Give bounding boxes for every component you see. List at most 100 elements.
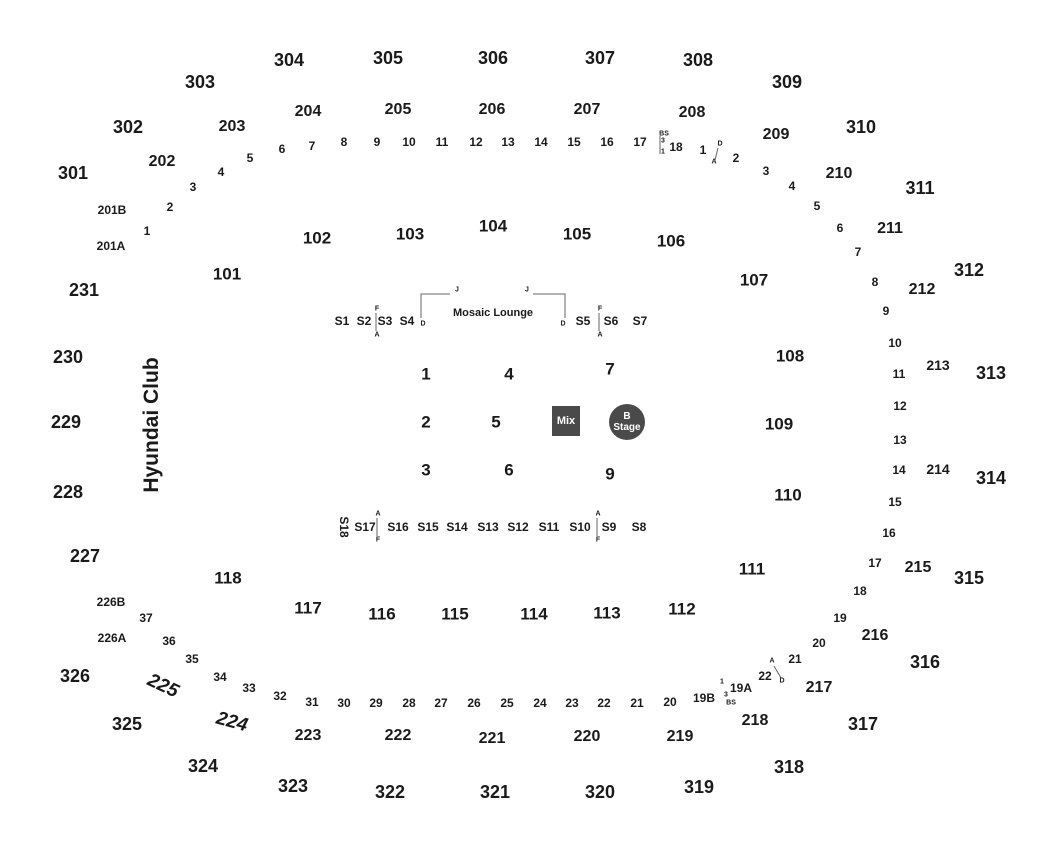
section-314[interactable]: 314 (975, 468, 1007, 488)
section-324[interactable]: 324 (187, 756, 219, 776)
section-203[interactable]: 203 (218, 118, 246, 135)
section-218[interactable]: 218 (741, 712, 769, 729)
section-230[interactable]: 230 (52, 347, 84, 367)
section-103[interactable]: 103 (395, 224, 425, 244)
section-312[interactable]: 312 (953, 260, 985, 280)
suite-S12[interactable]: S12 (507, 520, 529, 534)
suite-S10[interactable]: S10 (569, 520, 591, 534)
section-114[interactable]: 114 (520, 604, 548, 624)
section-309[interactable]: 309 (771, 72, 803, 92)
suite-S18[interactable]: S18 (337, 516, 351, 538)
pit-section-2[interactable]: 2 (421, 412, 431, 432)
suite-S1[interactable]: S1 (334, 314, 350, 328)
pit-section-1[interactable]: 1 (421, 364, 431, 384)
section-204[interactable]: 204 (294, 103, 322, 120)
section-206[interactable]: 206 (478, 101, 506, 118)
section-113[interactable]: 113 (593, 603, 621, 623)
section-306[interactable]: 306 (477, 48, 509, 68)
suite-S14[interactable]: S14 (446, 520, 468, 534)
section-214[interactable]: 214 (926, 461, 950, 477)
section-226B[interactable]: 226B (96, 595, 126, 609)
section-205[interactable]: 205 (384, 101, 412, 118)
section-227[interactable]: 227 (69, 546, 101, 566)
section-302[interactable]: 302 (112, 117, 144, 137)
section-217[interactable]: 217 (805, 679, 833, 696)
section-216[interactable]: 216 (861, 627, 889, 644)
section-308[interactable]: 308 (682, 50, 714, 70)
section-111[interactable]: 111 (738, 559, 766, 579)
section-109[interactable]: 109 (764, 414, 794, 434)
suite-S2[interactable]: S2 (356, 314, 372, 328)
suite-S15[interactable]: S15 (417, 520, 439, 534)
pit-section-3[interactable]: 3 (421, 460, 431, 480)
section-102[interactable]: 102 (302, 228, 332, 248)
section-228[interactable]: 228 (52, 482, 84, 502)
section-231[interactable]: 231 (68, 280, 100, 300)
section-208[interactable]: 208 (678, 104, 706, 121)
section-326[interactable]: 326 (59, 666, 91, 686)
section-316[interactable]: 316 (909, 652, 941, 672)
section-317[interactable]: 317 (847, 714, 879, 734)
section-201A[interactable]: 201A (96, 239, 126, 253)
section-305[interactable]: 305 (372, 48, 404, 68)
section-213[interactable]: 213 (926, 357, 950, 373)
suite-S16[interactable]: S16 (387, 520, 409, 534)
section-322[interactable]: 322 (374, 782, 406, 802)
section-323[interactable]: 323 (277, 776, 309, 796)
suite-S7[interactable]: S7 (632, 314, 648, 328)
section-118[interactable]: 118 (214, 568, 242, 588)
section-303[interactable]: 303 (184, 72, 216, 92)
pit-section-9[interactable]: 9 (605, 464, 615, 484)
section-229[interactable]: 229 (50, 412, 82, 432)
b-stage[interactable]: B Stage (609, 404, 645, 440)
section-202[interactable]: 202 (148, 153, 176, 170)
section-117[interactable]: 117 (294, 598, 322, 618)
section-315[interactable]: 315 (953, 568, 985, 588)
section-211[interactable]: 211 (877, 220, 903, 237)
section-313[interactable]: 313 (975, 363, 1007, 383)
section-110[interactable]: 110 (774, 485, 802, 505)
section-212[interactable]: 212 (908, 281, 936, 298)
pit-section-5[interactable]: 5 (491, 412, 501, 432)
section-106[interactable]: 106 (656, 231, 686, 251)
section-115[interactable]: 115 (441, 604, 469, 624)
suite-S13[interactable]: S13 (477, 520, 499, 534)
suite-S17[interactable]: S17 (354, 520, 376, 534)
section-108[interactable]: 108 (775, 346, 805, 366)
section-201B[interactable]: 201B (97, 203, 127, 217)
section-311[interactable]: 311 (905, 178, 935, 198)
suite-S9[interactable]: S9 (601, 520, 617, 534)
section-222[interactable]: 222 (384, 727, 412, 744)
suite-S3[interactable]: S3 (377, 314, 393, 328)
pit-section-4[interactable]: 4 (504, 364, 514, 384)
section-105[interactable]: 105 (562, 224, 592, 244)
section-301[interactable]: 301 (57, 163, 89, 183)
section-307[interactable]: 307 (584, 48, 616, 68)
suite-S6[interactable]: S6 (603, 314, 619, 328)
section-220[interactable]: 220 (573, 728, 601, 745)
hyundai-club-label[interactable]: Hyundai Club (140, 357, 163, 493)
section-321[interactable]: 321 (479, 782, 511, 802)
section-209[interactable]: 209 (762, 126, 790, 143)
section-107[interactable]: 107 (739, 270, 769, 290)
section-226A[interactable]: 226A (97, 631, 127, 645)
section-304[interactable]: 304 (273, 50, 305, 70)
section-221[interactable]: 221 (478, 730, 506, 747)
section-318[interactable]: 318 (773, 757, 805, 777)
section-112[interactable]: 112 (668, 599, 696, 619)
section-223[interactable]: 223 (294, 727, 322, 744)
section-207[interactable]: 207 (573, 101, 601, 118)
section-210[interactable]: 210 (825, 165, 853, 182)
suite-S8[interactable]: S8 (631, 520, 647, 534)
section-310[interactable]: 310 (845, 117, 877, 137)
section-219[interactable]: 219 (666, 728, 694, 745)
suite-S4[interactable]: S4 (399, 314, 415, 328)
suite-S5[interactable]: S5 (575, 314, 591, 328)
pit-section-6[interactable]: 6 (504, 460, 514, 480)
section-215[interactable]: 215 (904, 559, 932, 576)
pit-section-7[interactable]: 7 (605, 359, 615, 379)
section-325[interactable]: 325 (111, 714, 143, 734)
section-101[interactable]: 101 (212, 264, 242, 284)
section-116[interactable]: 116 (368, 604, 396, 624)
section-104[interactable]: 104 (478, 216, 508, 236)
